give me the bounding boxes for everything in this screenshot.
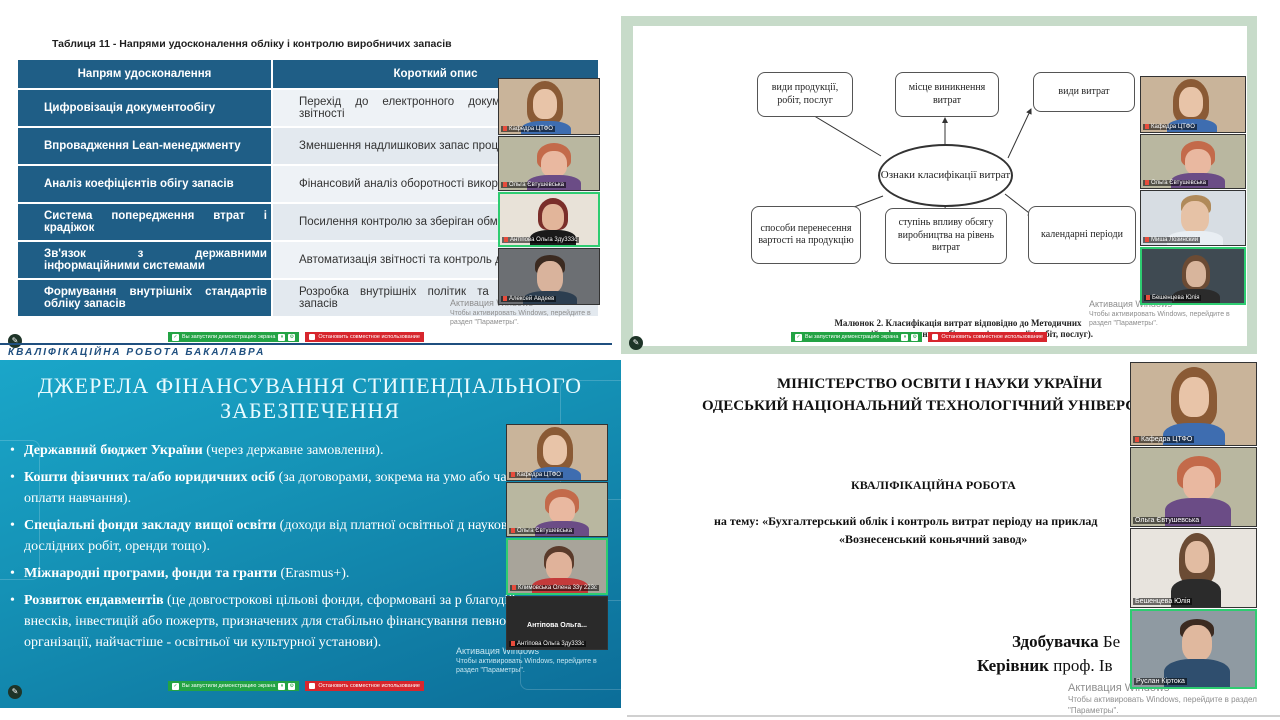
- video-tile[interactable]: Руслан Кіртока: [1130, 609, 1257, 689]
- annotation-pen-icon[interactable]: ✎: [8, 334, 22, 348]
- video-tile[interactable]: Ольга Євтушевська: [1140, 134, 1246, 189]
- video-tile[interactable]: Климовська Олена 33у 223с: [506, 538, 608, 595]
- table-row: Формування внутрішніх стандартів обліку …: [18, 278, 598, 316]
- video-tile[interactable]: Кафедра ЦТФО: [506, 424, 608, 481]
- ministry-heading: МІНІСТЕРСТВО ОСВІТИ І НАУКИ УКРАЇНИ: [777, 376, 1103, 392]
- participant-name: Бешенцева Юлія: [1144, 294, 1202, 301]
- improvement-table: Напрям удосконалення Короткий опис Цифро…: [18, 60, 598, 316]
- supervisor-label: Керівник проф. Ів: [977, 656, 1113, 675]
- class-box: види витрат: [1033, 72, 1135, 112]
- list-item: Міжнародні програми, фонди та гранти (Er…: [10, 563, 550, 584]
- participant-name: Алексей Авдеев: [501, 295, 557, 302]
- share-status-button[interactable]: ✓Вы запустили демонстрацию экрана⏸⚙: [791, 332, 923, 342]
- participant-placeholder-name: Антіпова Ольга...: [527, 621, 587, 629]
- participant-name: Руслан Кіртока: [1134, 678, 1187, 685]
- stop-sharing-button[interactable]: Остановить совместное использование: [928, 332, 1047, 342]
- work-title: КВАЛІФІКАЦІЙНА РОБОТА: [851, 478, 1016, 492]
- participant-name: Ольга Євтушевська: [1133, 517, 1202, 524]
- participant-name: Антіпова Ольга 3ду333с: [509, 640, 587, 647]
- participant-name: Ольга Євтушевська: [1143, 179, 1208, 186]
- slide-title: ДЖЕРЕЛА ФІНАНСУВАННЯ СТИПЕНДІАЛЬНОГО ЗАБ…: [37, 373, 583, 424]
- list-item: Державний бюджет України (через державне…: [10, 440, 550, 461]
- participant-name: Ольга Євтушевська: [501, 181, 566, 188]
- participant-name: Антіпова Ольга 3ду333с: [502, 236, 580, 243]
- class-box: ступінь впливу обсягу виробництва на рів…: [885, 208, 1007, 264]
- annotation-pen-icon[interactable]: ✎: [629, 336, 643, 350]
- participant-name: Ольга Євтушевська: [509, 527, 574, 534]
- topic-line-2: «Вознесенський коньячний завод»: [839, 532, 1028, 546]
- annotation-pen-icon[interactable]: ✎: [8, 685, 22, 699]
- list-item: Спеціальні фонди закладу вищої освіти (д…: [10, 515, 550, 557]
- participant-name: Миша Лозинский: [1143, 236, 1201, 243]
- participant-name: Кафедра ЦТФО: [509, 471, 563, 478]
- participant-name: Кафедра ЦТФО: [1143, 123, 1197, 130]
- video-tile[interactable]: Алексей Авдеев: [498, 248, 600, 305]
- bullet-list: Державний бюджет України (через державне…: [10, 440, 550, 659]
- participant-name: Кафедра ЦТФО: [501, 125, 555, 132]
- list-item: Кошти фізичних та/або юридичних осіб (за…: [10, 467, 550, 509]
- screen-share-q2: види продукції, робіт, послуг місце вини…: [621, 16, 1257, 354]
- stop-sharing-button[interactable]: Остановить совместное использование: [305, 681, 424, 691]
- footer-subtitle: КВАЛІФІКАЦІЙНА РОБОТА БАКАЛАВРА: [8, 347, 266, 358]
- participant-name: Бешенцева Юлія: [1133, 598, 1193, 605]
- screen-share-bar: ✓Вы запустили демонстрацию экрана⏸⚙ Оста…: [168, 681, 424, 691]
- video-tile[interactable]: Бешенцева Юлія: [1140, 247, 1246, 305]
- center-node: Ознаки класифікації витрат: [878, 144, 1013, 207]
- class-box: календарні періоди: [1028, 206, 1136, 264]
- class-box: способи перенесення вартості на продукці…: [751, 206, 861, 264]
- share-status-button[interactable]: ✓Вы запустили демонстрацию экрана⏸⚙: [168, 681, 300, 691]
- table-title: Таблиця 11 - Напрями удосконалення облік…: [52, 38, 452, 50]
- col-header-direction: Напрям удосконалення: [18, 60, 273, 88]
- video-tile[interactable]: Кафедра ЦТФО: [498, 78, 600, 135]
- video-tile[interactable]: Ольга Євтушевська: [498, 136, 600, 191]
- screen-share-bar: ✓Вы запустили демонстрацию экрана⏸⚙ Оста…: [168, 332, 424, 342]
- video-tile[interactable]: Бешенцева Юлія: [1130, 528, 1257, 608]
- video-tile[interactable]: Кафедра ЦТФО: [1130, 362, 1257, 446]
- stop-sharing-button[interactable]: Остановить совместное использование: [305, 332, 424, 342]
- participant-name: Климовська Олена 33у 223с: [510, 584, 599, 591]
- screen-share-q3: ДЖЕРЕЛА ФІНАНСУВАННЯ СТИПЕНДІАЛЬНОГО ЗАБ…: [0, 360, 621, 708]
- footer-line: [0, 343, 612, 345]
- video-tile[interactable]: Антіпова Ольга... Антіпова Ольга 3ду333с: [506, 596, 608, 650]
- share-status-button[interactable]: ✓Вы запустили демонстрацию экрана⏸⚙: [168, 332, 300, 342]
- list-item: Розвиток ендавментів (це довгострокові ц…: [10, 590, 550, 653]
- screen-share-q1: Таблиця 11 - Напрями удосконалення облік…: [0, 0, 612, 358]
- video-tile[interactable]: Кафедра ЦТФО: [1140, 76, 1246, 133]
- video-tile[interactable]: Ольга Євтушевська: [1130, 447, 1257, 527]
- video-tile[interactable]: Антіпова Ольга 3ду333с: [498, 192, 600, 247]
- video-tile[interactable]: Миша Лозинский: [1140, 190, 1246, 246]
- student-label: Здобувачка Бе: [1012, 632, 1121, 651]
- participant-name: Кафедра ЦТФО: [1133, 436, 1195, 443]
- class-box: місце виникнення витрат: [895, 72, 999, 117]
- screen-share-bar: ✓Вы запустили демонстрацию экрана⏸⚙ Оста…: [791, 332, 1047, 342]
- university-heading: ОДЕСЬКИЙ НАЦІОНАЛЬНИЙ ТЕХНОЛОГІЧНИЙ УНІВ…: [702, 398, 1137, 414]
- topic-line-1: на тему: «Бухгалтерський облік і контрол…: [714, 514, 1098, 528]
- class-box: види продукції, робіт, послуг: [757, 72, 853, 117]
- video-tile[interactable]: Ольга Євтушевська: [506, 482, 608, 537]
- screen-share-q4: МІНІСТЕРСТВО ОСВІТИ І НАУКИ УКРАЇНИ ОДЕС…: [627, 360, 1280, 720]
